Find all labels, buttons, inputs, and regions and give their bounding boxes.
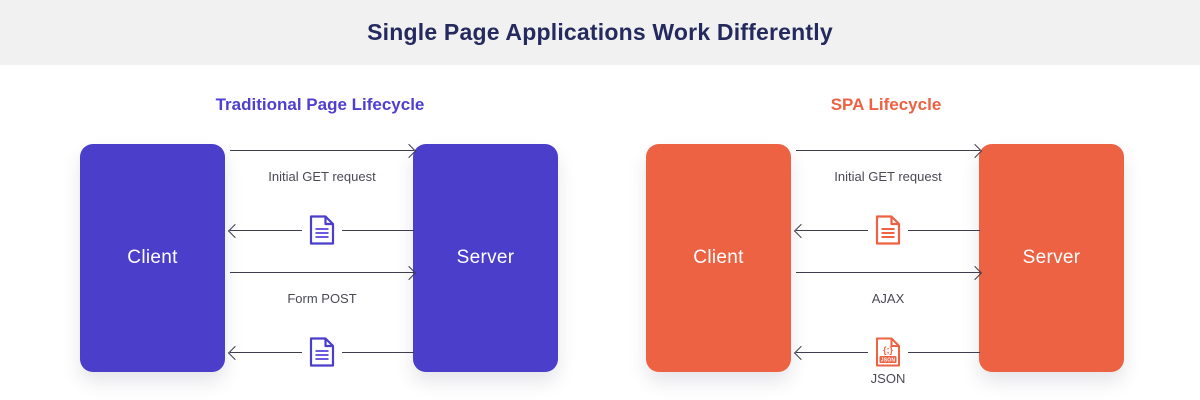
document-icon	[305, 211, 339, 249]
arrow-head-right-icon	[967, 143, 983, 159]
spa-client-label: Client	[693, 247, 744, 268]
arrow-line-left	[230, 230, 302, 232]
spa-row-3-label: AJAX	[871, 291, 905, 306]
arrow-line-right	[908, 230, 980, 232]
spa-flow: Initial GET request	[793, 143, 983, 386]
spa-row-4: {;} JSON JSON	[793, 326, 980, 388]
arrow-line-left	[230, 352, 302, 354]
document-icon	[871, 211, 905, 249]
traditional-row-1-label: Initial GET request	[268, 169, 376, 184]
traditional-row-2	[227, 204, 414, 264]
traditional-client-box: Client	[80, 144, 225, 372]
arrow-right	[230, 143, 417, 159]
traditional-client-label: Client	[127, 247, 178, 268]
arrow-right	[796, 143, 983, 159]
arrow-head-left-icon	[227, 223, 243, 239]
json-file-icon: {;} JSON	[871, 333, 905, 371]
panel-spa-title: SPA Lifecycle	[830, 95, 942, 114]
panel-traditional: Traditional Page Lifecycle Client Server…	[60, 65, 580, 400]
spa-row-4-label: JSON	[870, 371, 906, 386]
svg-text:JSON: JSON	[881, 358, 896, 364]
arrow-head-left-icon	[793, 345, 809, 361]
arrow-right	[230, 265, 417, 281]
spa-client-box: Client	[646, 144, 791, 372]
spa-row-1-label: Initial GET request	[834, 169, 942, 184]
spa-server-box: Server	[979, 144, 1124, 372]
document-icon	[305, 333, 339, 371]
arrow-line-right	[342, 352, 414, 354]
arrow-left	[227, 211, 414, 249]
arrow-head-right-icon	[401, 265, 417, 281]
traditional-flow: Initial GET request	[227, 143, 417, 372]
arrow-left	[227, 333, 414, 371]
spa-row-1: Initial GET request	[796, 143, 983, 200]
traditional-row-3: Form POST	[230, 265, 417, 322]
arrow-head-right-icon	[967, 265, 983, 281]
arrow-head-left-icon	[227, 345, 243, 361]
arrow-right	[796, 265, 983, 281]
arrow-left	[793, 211, 980, 249]
arrow-line-right	[342, 230, 414, 232]
traditional-row-1: Initial GET request	[230, 143, 417, 200]
spa-row-2	[793, 204, 980, 264]
panel-spa: SPA Lifecycle Client Server Initial GET …	[626, 65, 1146, 400]
traditional-server-label: Server	[456, 247, 515, 268]
arrow-line-right	[908, 352, 980, 354]
page-title: Single Page Applications Work Differentl…	[367, 19, 833, 45]
arrow-line	[796, 150, 980, 152]
arrow-head-right-icon	[401, 143, 417, 159]
arrow-head-left-icon	[793, 223, 809, 239]
arrow-line	[230, 272, 414, 274]
arrow-line	[796, 272, 980, 274]
panel-traditional-title: Traditional Page Lifecycle	[215, 95, 425, 114]
traditional-row-3-label: Form POST	[287, 291, 357, 306]
header-band: Single Page Applications Work Differentl…	[0, 0, 1200, 65]
diagram-stage: Traditional Page Lifecycle Client Server…	[0, 65, 1200, 400]
arrow-line-left	[796, 230, 868, 232]
traditional-row-4	[227, 326, 414, 388]
svg-text:{;}: {;}	[883, 345, 893, 355]
arrow-left: {;} JSON	[793, 333, 980, 371]
spa-row-3: AJAX	[796, 265, 983, 322]
arrow-line	[230, 150, 414, 152]
spa-server-label: Server	[1022, 247, 1081, 268]
arrow-line-left	[796, 352, 868, 354]
traditional-server-box: Server	[413, 144, 558, 372]
